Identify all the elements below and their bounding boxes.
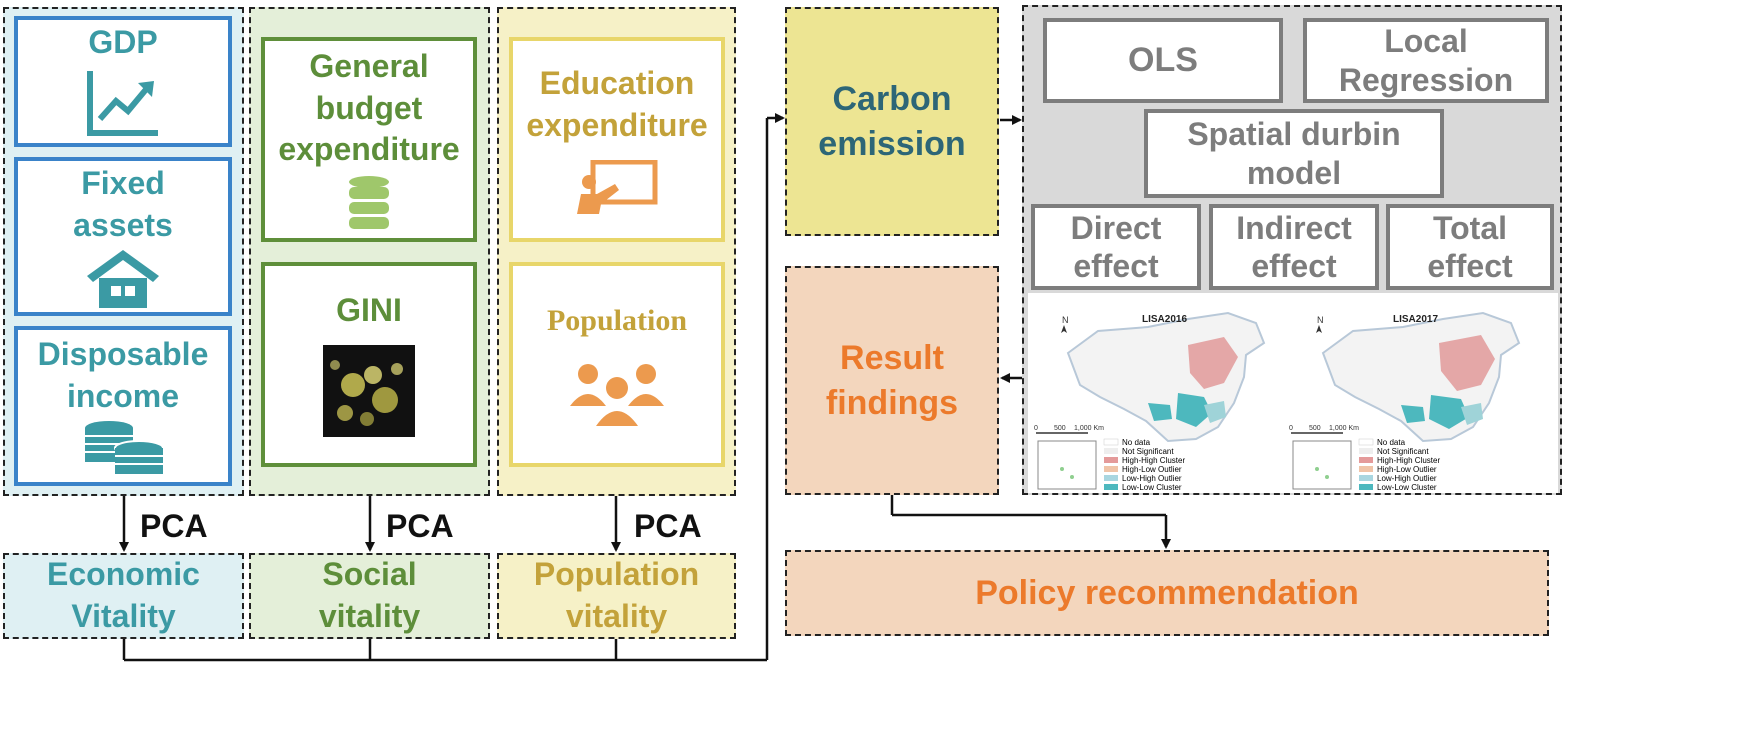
svg-text:N: N [1317, 315, 1324, 325]
svg-text:0: 0 [1034, 425, 1038, 432]
spatial-durbin-box: Spatial durbin model [1144, 109, 1444, 198]
gdp-box: GDP [14, 16, 232, 147]
total-effect-box: Total effect [1386, 204, 1554, 290]
svg-text:High-Low Outlier: High-Low Outlier [1122, 465, 1182, 474]
fixed-assets-box: Fixed assets [14, 157, 232, 316]
budget-label: General budget expenditure [278, 48, 460, 168]
map-2017-title: LISA2017 [1393, 314, 1438, 325]
svg-text:Not Significant: Not Significant [1377, 447, 1429, 456]
pca-label-economic: PCA [140, 508, 208, 544]
indirect-effect-label: Indirect effect [1236, 209, 1352, 284]
economic-vitality-label: Economic Vitality [47, 556, 200, 634]
svg-text:High-Low Outlier: High-Low Outlier [1377, 465, 1437, 474]
education-label: Education expenditure [526, 64, 708, 143]
gini-label: GINI [336, 292, 402, 328]
lisa-maps-area: N LISA2016 0 500 1,000 Km No data Not Si… [1028, 293, 1558, 493]
fixed-assets-label: Fixed assets [73, 164, 173, 243]
svg-text:500: 500 [1054, 425, 1066, 432]
spatial-durbin-label: Spatial durbin model [1187, 116, 1401, 191]
svg-text:Low-High Outlier: Low-High Outlier [1377, 474, 1437, 483]
database-icon [349, 175, 389, 229]
result-findings-label: Result findings [825, 339, 959, 422]
local-regression-label: Local Regression [1338, 23, 1514, 98]
local-regression-box: Local Regression [1303, 18, 1549, 103]
gini-box: GINI [261, 262, 477, 467]
svg-text:1,000 Km: 1,000 Km [1074, 425, 1104, 432]
economic-vitality-box: Economic Vitality [3, 553, 244, 639]
ols-label: OLS [1128, 41, 1198, 80]
budget-box: General budget expenditure [261, 37, 477, 242]
svg-text:Not Significant: Not Significant [1122, 447, 1174, 456]
svg-text:High-High Cluster: High-High Cluster [1377, 456, 1440, 465]
population-vitality-box: Population vitality [497, 553, 736, 639]
policy-recommendation-label: Policy recommendation [975, 573, 1359, 612]
svg-text:Low-Low Cluster: Low-Low Cluster [1122, 483, 1182, 492]
population-box: Population [509, 262, 725, 467]
svg-text:High-High Cluster: High-High Cluster [1122, 456, 1185, 465]
disposable-income-box: Disposable income [14, 326, 232, 486]
house-icon [87, 250, 159, 309]
lisa-map-2017: N LISA2017 0 500 1,000 Km No data Not Si… [1289, 311, 1521, 492]
trend-chart-icon [87, 71, 158, 136]
policy-recommendation-box: Policy recommendation [785, 550, 1549, 636]
total-effect-label: Total effect [1427, 209, 1513, 284]
svg-text:500: 500 [1309, 425, 1321, 432]
population-vitality-label: Population vitality [533, 556, 700, 634]
social-vitality-label: Social vitality [318, 556, 421, 634]
population-label: Population [546, 303, 688, 337]
svg-text:N: N [1062, 315, 1069, 325]
disposable-income-label: Disposable income [37, 336, 209, 414]
map-2016-title: LISA2016 [1142, 314, 1187, 325]
presentation-icon [577, 160, 658, 215]
svg-text:1,000 Km: 1,000 Km [1329, 425, 1359, 432]
map-2017-legend: No data Not Significant High-High Cluste… [1358, 438, 1440, 492]
pca-label-population: PCA [634, 508, 702, 544]
people-icon [570, 363, 664, 426]
carbon-emission-label: Carbon emission [818, 80, 966, 163]
map-2016-legend: No data Not Significant High-High Cluste… [1103, 438, 1185, 492]
indirect-effect-box: Indirect effect [1209, 204, 1379, 290]
direct-effect-box: Direct effect [1031, 204, 1201, 290]
gdp-label: GDP [88, 24, 158, 60]
education-box: Education expenditure [509, 37, 725, 242]
svg-text:Low-High Outlier: Low-High Outlier [1122, 474, 1182, 483]
social-vitality-box: Social vitality [249, 553, 490, 639]
direct-effect-label: Direct effect [1070, 209, 1162, 284]
result-findings-box: Result findings [785, 266, 999, 495]
svg-text:No data: No data [1122, 438, 1151, 447]
pca-label-social: PCA [386, 508, 454, 544]
svg-text:0: 0 [1289, 425, 1293, 432]
night-light-image [323, 345, 415, 437]
coins-icon [85, 420, 164, 474]
ols-box: OLS [1043, 18, 1283, 103]
lisa-map-2016: N LISA2016 0 500 1,000 Km No data Not Si… [1034, 311, 1266, 492]
svg-text:Low-Low Cluster: Low-Low Cluster [1377, 483, 1437, 492]
svg-text:No data: No data [1377, 438, 1406, 447]
carbon-emission-box: Carbon emission [785, 7, 999, 236]
